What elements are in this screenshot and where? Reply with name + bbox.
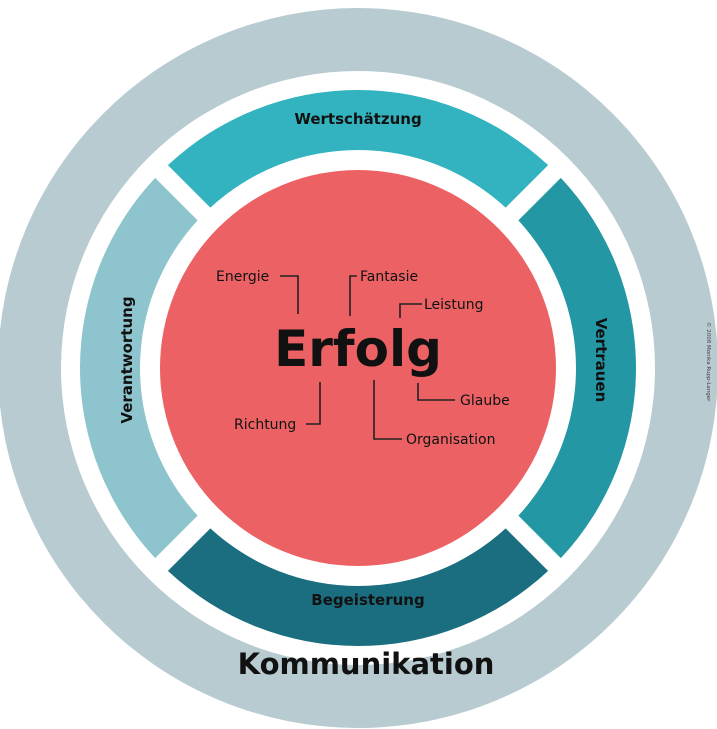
factor-fantasie: Fantasie: [360, 269, 418, 285]
factor-glaube: Glaube: [460, 393, 510, 409]
leader-glaube: [417, 383, 455, 401]
copyright-notice: © 2008 Monika Rupp-Langer: [705, 322, 712, 402]
factor-energie: Energie: [216, 269, 269, 285]
segment-begeisterung: [167, 528, 549, 647]
leader-organisation: [373, 380, 402, 440]
leader-energie: [280, 275, 299, 314]
center-title: Erfolg: [274, 320, 442, 378]
leader-fantasie: [349, 275, 357, 316]
factor-organisation: Organisation: [406, 432, 495, 448]
factor-richtung: Richtung: [234, 417, 296, 433]
label-verantwortung: Verantwortung: [118, 296, 136, 423]
factor-leistung: Leistung: [424, 297, 483, 313]
leader-richtung: [306, 382, 321, 425]
label-vertrauen: Vertrauen: [592, 318, 610, 403]
center-circle-erfolg: [160, 170, 556, 566]
label-kommunikation: Kommunikation: [238, 647, 495, 681]
leader-leistung: [399, 303, 422, 318]
label-begeisterung: Begeisterung: [311, 591, 424, 609]
segment-verantwortung: [79, 177, 198, 559]
segment-wertschaetzung: [167, 89, 549, 208]
segment-vertrauen: [518, 177, 636, 559]
label-wertschaetzung: Wertschätzung: [294, 110, 421, 128]
